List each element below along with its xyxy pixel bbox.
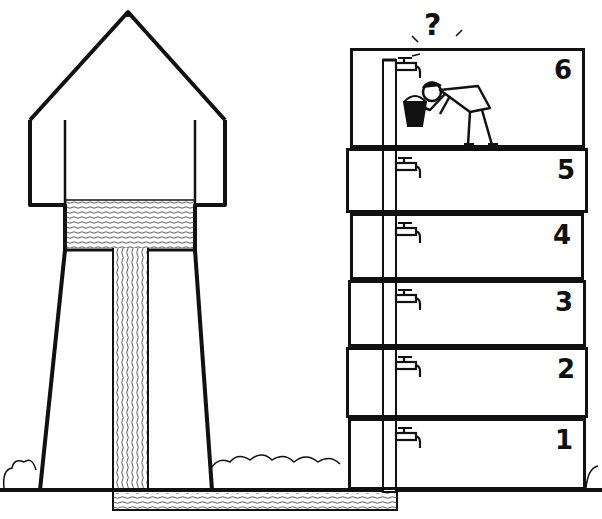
floor-box: 2 — [346, 347, 588, 418]
floor-number: 6 — [554, 57, 572, 83]
floor-number: 1 — [555, 427, 573, 453]
man — [423, 82, 498, 145]
bushes — [4, 455, 598, 488]
floor-box: 1 — [348, 418, 586, 490]
floor-box: 3 — [348, 280, 586, 347]
floor-number: 5 — [557, 157, 575, 183]
floor-box: 4 — [350, 213, 584, 280]
question-mark: ? — [424, 10, 441, 40]
bucket — [404, 96, 426, 126]
floor-box: 6 — [350, 48, 585, 148]
floor-number: 4 — [553, 222, 571, 248]
floor-box: 5 — [346, 148, 588, 213]
floor-number: 2 — [557, 356, 575, 382]
floor-number: 3 — [555, 289, 573, 315]
